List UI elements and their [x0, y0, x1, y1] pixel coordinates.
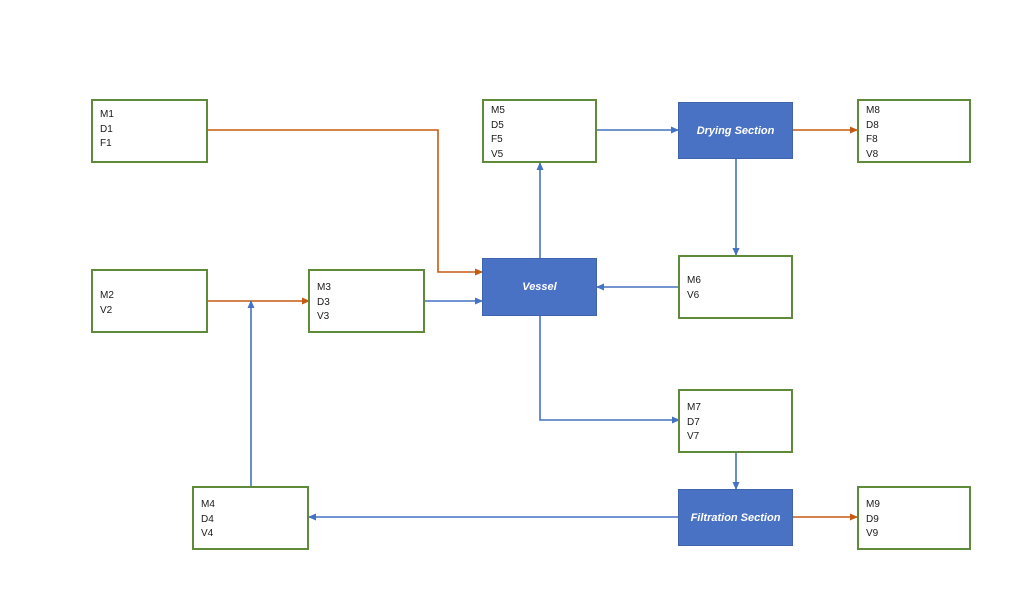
stream-2-volume: V2 — [100, 304, 113, 316]
stream-box-6: M6 V6 — [678, 255, 793, 319]
stream-4-density: D4 — [201, 513, 214, 525]
stream-8-volume: V8 — [866, 148, 879, 160]
stream-7-density: D7 — [687, 416, 700, 428]
stream-5-mass: M5 — [491, 105, 505, 116]
stream-box-1: M1 D1 F1 — [91, 99, 208, 163]
stream-3-density: D3 — [317, 296, 330, 308]
stream-3-volume: V3 — [317, 311, 330, 322]
stream-8-flow: F8 — [866, 134, 878, 145]
arrow-s1-to-vessel — [208, 129, 483, 276]
stream-box-5: M5 D5 F5 V5 — [482, 99, 597, 163]
arrow-vessel-to-s7 — [539, 316, 680, 424]
stream-7-mass: M7 — [687, 402, 701, 413]
stream-box-4: M4 D4 V4 — [192, 486, 309, 550]
stream-5-flow: F5 — [491, 134, 503, 145]
stream-9-mass: M9 — [866, 499, 880, 510]
stream-9-density: D9 — [866, 513, 879, 525]
stream-1-density: D1 — [100, 123, 113, 135]
stream-7-volume: V7 — [687, 431, 700, 442]
vessel-unit: Vessel — [482, 258, 597, 316]
stream-1-mass: M1 — [100, 109, 114, 120]
stream-8-mass: M8 — [866, 105, 880, 116]
stream-8-density: D8 — [866, 119, 879, 131]
stream-4-volume: V4 — [201, 528, 214, 539]
stream-3-mass: M3 — [317, 282, 331, 293]
stream-4-mass: M4 — [201, 499, 215, 510]
vessel-label: Vessel — [522, 281, 557, 293]
stream-1-flow: F1 — [100, 138, 112, 149]
stream-5-volume: V5 — [491, 148, 504, 160]
stream-box-2: M2 V2 — [91, 269, 208, 333]
filtration-section-unit: Filtration Section — [678, 489, 793, 546]
stream-6-volume: V6 — [687, 289, 700, 301]
filtration-section-label: Filtration Section — [690, 511, 781, 524]
stream-box-9: M9 D9 V9 — [857, 486, 971, 550]
stream-5-density: D5 — [491, 119, 504, 131]
stream-box-3: M3 D3 V3 — [308, 269, 425, 333]
stream-box-8: M8 D8 F8 V8 — [857, 99, 971, 163]
stream-box-7: M7 D7 V7 — [678, 389, 793, 453]
stream-9-volume: V9 — [866, 528, 879, 539]
drying-section-label: Drying Section — [696, 124, 775, 137]
stream-6-mass: M6 — [687, 275, 701, 286]
stream-2-mass: M2 — [100, 290, 114, 301]
drying-section-unit: Drying Section — [678, 102, 793, 159]
